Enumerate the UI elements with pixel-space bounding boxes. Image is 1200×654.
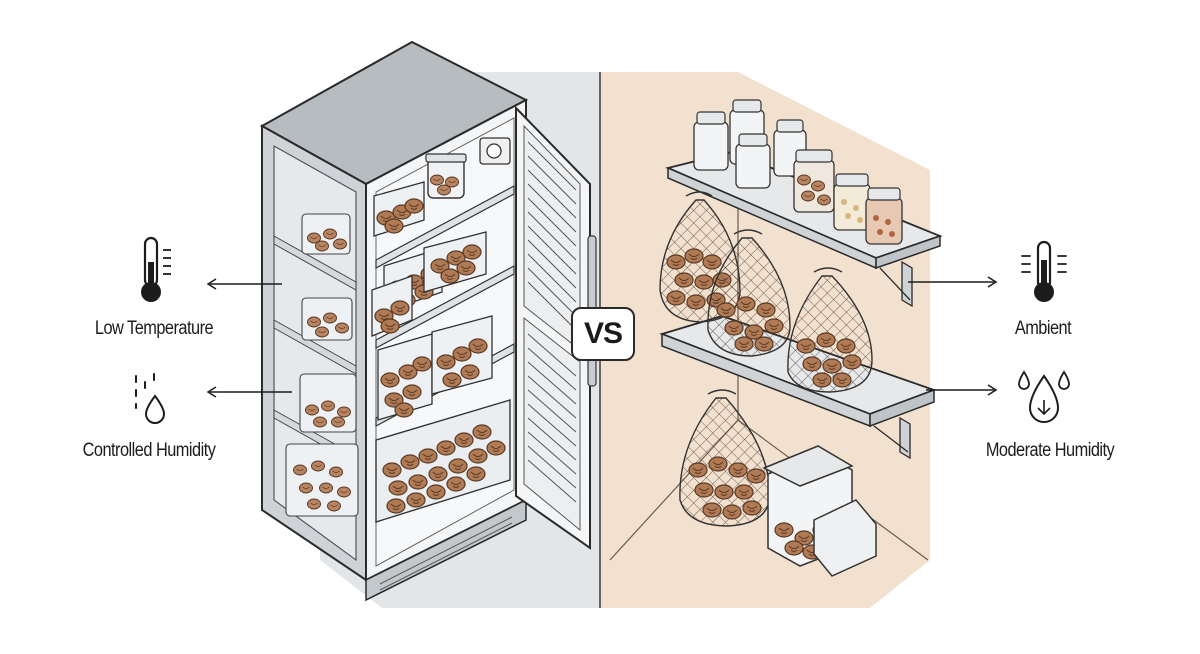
mesh-bag-upper-center <box>707 229 791 357</box>
container-lid <box>813 499 877 577</box>
arrow-to-humidity-right <box>926 384 998 396</box>
fridge-shelf-2 <box>375 264 515 350</box>
thermometer-sun-icon <box>1021 240 1067 302</box>
refrigerator <box>259 40 597 602</box>
fridge-container-top-jar <box>425 153 467 199</box>
fridge-side-containers <box>285 213 359 517</box>
fridge-container-shelf1 <box>373 181 425 237</box>
fridge-side-shelf-2 <box>273 319 357 375</box>
fridge-door <box>515 105 597 550</box>
water-drop-icon <box>135 373 166 424</box>
pantry-jars <box>693 99 903 245</box>
fridge-thermostat <box>479 137 511 165</box>
water-drops-icon <box>1018 370 1070 423</box>
vs-badge: VS <box>571 307 635 361</box>
fridge-container-shelf2b <box>423 231 487 293</box>
arrow-to-humidity-left <box>206 386 292 398</box>
mesh-bag-middle-right <box>787 267 873 393</box>
fridge-crisper-drawer <box>375 399 511 523</box>
pantry <box>659 99 943 577</box>
controlled-humidity-label: Controlled Humidity <box>82 440 216 461</box>
fridge-container-shelf3b <box>431 315 493 395</box>
shelf-bracket-top <box>901 260 913 308</box>
arrow-to-temperature-right <box>908 276 998 288</box>
airtight-container <box>762 445 877 577</box>
fridge-container-shelf3a <box>377 333 433 421</box>
moderate-humidity-label: Moderate Humidity <box>985 440 1115 461</box>
ambient-label: Ambient <box>1014 318 1072 339</box>
arrow-to-temperature-left <box>206 278 282 290</box>
fridge-side-shelf-1 <box>273 235 357 291</box>
thermometer-cold-icon <box>141 236 171 302</box>
mesh-bag-lower <box>679 389 771 527</box>
fridge-container-shelf2c <box>371 275 413 337</box>
shelf-bracket-middle <box>899 416 911 460</box>
low-temperature-label: Low Temperature <box>94 318 214 339</box>
fridge-shelf-1 <box>375 184 515 270</box>
